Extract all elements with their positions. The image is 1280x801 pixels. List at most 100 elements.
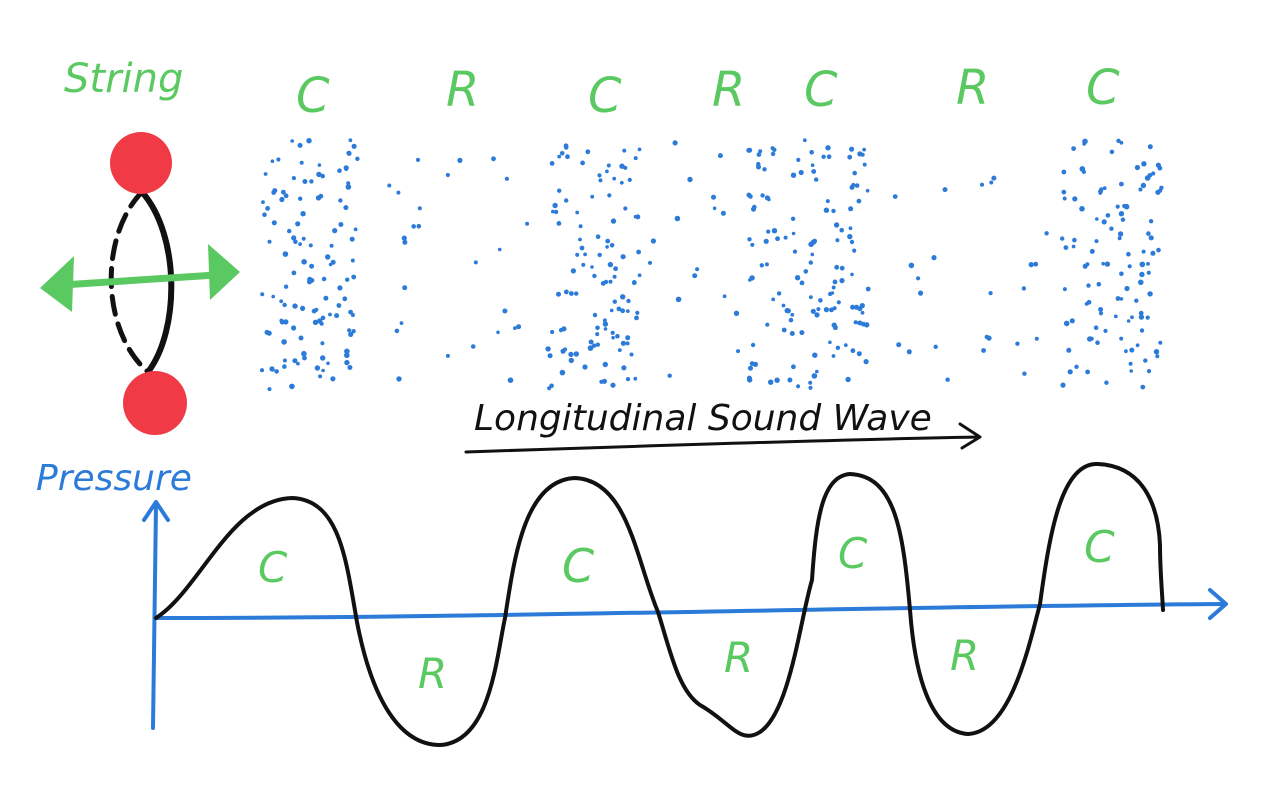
- air-particle-dot: [387, 183, 392, 188]
- air-particle-dot: [1095, 217, 1099, 221]
- air-particle-dot: [792, 249, 798, 254]
- air-particle-dot: [790, 172, 797, 178]
- air-particle-dot: [292, 358, 298, 364]
- air-particle-dot: [611, 335, 615, 340]
- air-particle-dot: [791, 364, 796, 370]
- air-particle-dot: [350, 313, 355, 317]
- air-particle-dot: [620, 294, 626, 300]
- air-particle-dot: [283, 319, 289, 325]
- air-particle-dot: [747, 237, 752, 242]
- air-particle-dot: [637, 147, 642, 152]
- air-particle-dot: [346, 150, 352, 156]
- air-particle-dot: [933, 344, 938, 349]
- air-particle-dot: [1067, 369, 1073, 375]
- air-particle-dot: [565, 154, 570, 160]
- air-particle-dot: [1153, 349, 1160, 355]
- air-particle-dot: [843, 343, 848, 347]
- air-particle-dot: [1145, 315, 1150, 320]
- air-particle-dot: [775, 236, 780, 242]
- air-particle-dot: [860, 152, 865, 157]
- air-particle-dot: [625, 309, 630, 313]
- air-particle-dot: [1101, 261, 1105, 266]
- air-particle-dot: [1148, 235, 1154, 241]
- air-particle-dot: [549, 383, 554, 389]
- air-particle-dot: [612, 299, 617, 304]
- air-particle-dot: [908, 262, 915, 269]
- air-particle-dot: [320, 355, 326, 361]
- air-particle-dot: [814, 312, 820, 318]
- pressure-axis-label: Pressure: [36, 458, 192, 499]
- air-particle-dot: [854, 183, 860, 188]
- air-particle-dot: [415, 157, 421, 162]
- air-particle-dot: [1099, 187, 1104, 192]
- air-particle-dot: [504, 176, 509, 181]
- air-particle-dot: [591, 343, 597, 348]
- air-particle-dot: [981, 348, 986, 353]
- air-particle-dot: [1074, 364, 1079, 369]
- air-particle-dot: [473, 260, 478, 265]
- air-particle-dot: [297, 142, 303, 148]
- air-particle-dot: [549, 161, 555, 166]
- air-particle-dot: [396, 190, 401, 195]
- air-particle-dot: [291, 176, 296, 181]
- air-particle-dot: [559, 369, 566, 376]
- air-particle-dot: [575, 210, 580, 215]
- air-particle-dot: [1126, 319, 1131, 323]
- air-particle-dot: [633, 156, 638, 161]
- air-particle-dot: [328, 312, 332, 317]
- air-particle-dot: [317, 318, 323, 324]
- air-particle-dot: [329, 243, 334, 248]
- air-particle-dot: [551, 209, 555, 214]
- air-particle-dot: [550, 329, 555, 335]
- air-particle-dot: [394, 328, 400, 334]
- air-particle-dot: [263, 172, 268, 176]
- air-particle-dot: [298, 196, 303, 201]
- air-particle-dot: [581, 262, 586, 267]
- air-particle-dot: [768, 379, 774, 385]
- air-particle-dot: [748, 278, 752, 282]
- air-particle-dot: [564, 198, 569, 203]
- air-particle-dot: [945, 377, 950, 382]
- air-particle-dot: [863, 359, 869, 365]
- air-particle-dot: [1104, 380, 1109, 385]
- air-particle-dot: [847, 154, 853, 160]
- air-particle-dot: [850, 272, 854, 277]
- air-particle-dot: [302, 355, 307, 361]
- air-particle-dot: [612, 176, 617, 181]
- pressure-region-label: R: [724, 633, 753, 682]
- air-particle-dot: [848, 206, 854, 212]
- air-particle-dot: [765, 322, 770, 327]
- air-particle-dot: [892, 194, 898, 200]
- air-particle-dot: [558, 328, 564, 333]
- air-particle-dot: [790, 216, 796, 221]
- air-particle-dot: [592, 312, 598, 318]
- air-particle-dot: [825, 199, 830, 204]
- air-particle-dot: [1146, 369, 1152, 374]
- air-particle-dot: [748, 365, 753, 371]
- air-particle-dot: [348, 309, 353, 315]
- air-particles: [259, 138, 1164, 392]
- air-particle-dot: [906, 349, 912, 355]
- air-particle-dot: [711, 194, 716, 200]
- air-particle-dot: [835, 238, 840, 243]
- air-particle-dot: [556, 291, 561, 297]
- air-particle-dot: [350, 258, 355, 263]
- red-node-icon: [123, 371, 187, 435]
- air-particle-dot: [1085, 262, 1090, 267]
- air-particle-dot: [348, 138, 353, 143]
- band-label: C: [804, 62, 838, 118]
- air-particle-dot: [267, 239, 272, 244]
- air-particle-dot: [556, 221, 562, 226]
- air-particle-dot: [291, 325, 297, 331]
- air-particle-dot: [631, 280, 637, 286]
- air-particle-dot: [557, 188, 562, 193]
- air-particle-dot: [314, 365, 321, 371]
- air-particle-dot: [790, 312, 795, 317]
- air-particle-dot: [1022, 371, 1027, 376]
- air-particle-dot: [854, 320, 859, 325]
- air-particle-dot: [568, 351, 574, 357]
- air-particle-dot: [1135, 343, 1140, 348]
- air-particle-dot: [1098, 307, 1104, 312]
- air-particle-dot: [1129, 347, 1135, 353]
